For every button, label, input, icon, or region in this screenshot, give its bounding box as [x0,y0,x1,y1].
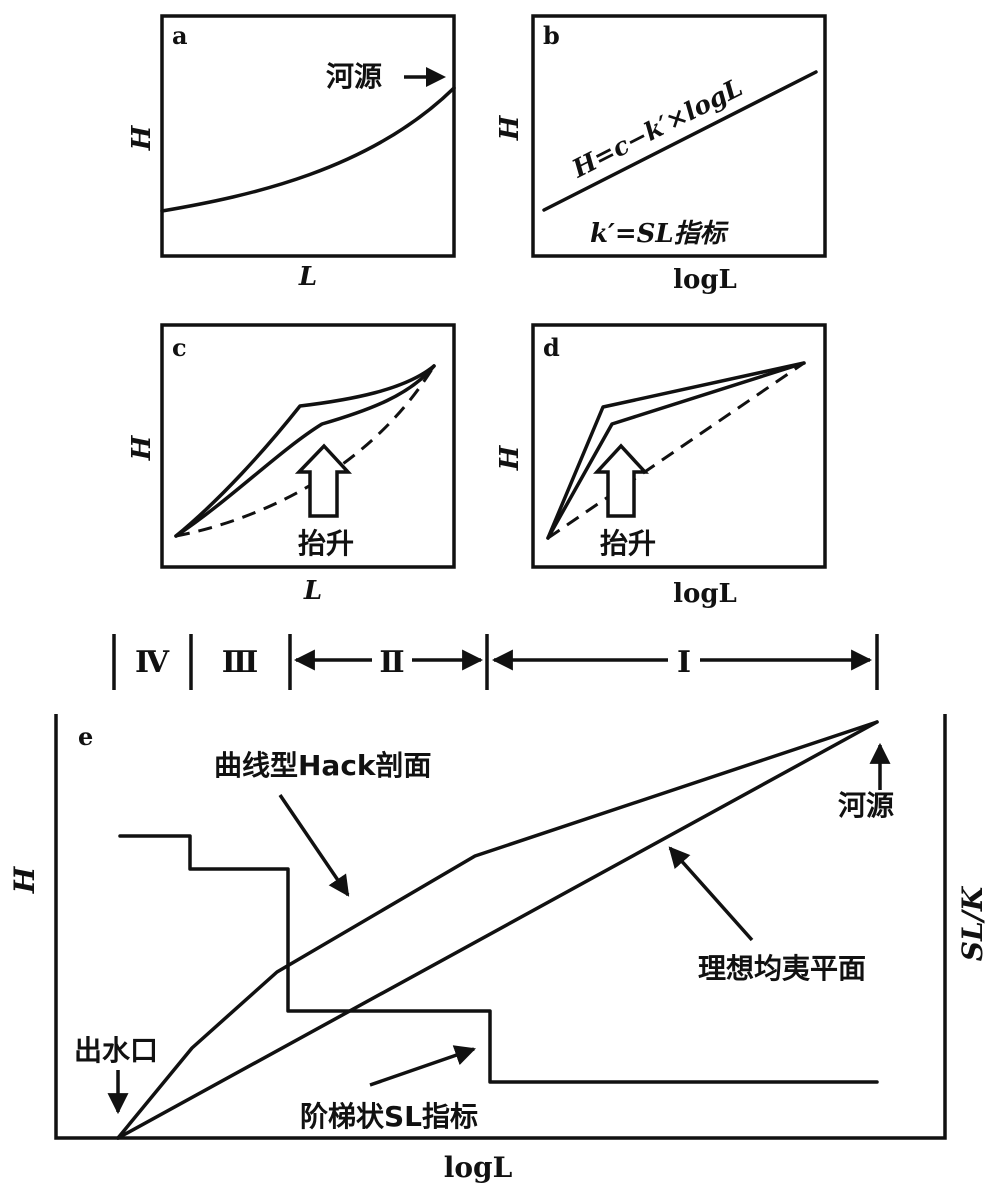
panel-d-xlabel: logL [673,579,737,609]
stage-iv-label: Ⅳ [135,645,170,680]
panel-b: b H=c−k′×logL k′=SL指标 H logL [495,14,827,295]
panel-a-source-label: 河源 [326,60,382,93]
panel-a-xlabel: L [298,262,317,292]
panel-d-frame [531,323,827,569]
panel-c-inner-uplift-profile [174,364,436,538]
panel-e-ylabel-left: H [8,865,41,894]
panel-d-tag: d [543,333,560,362]
panel-c-frame [160,323,456,569]
panel-e-ylabel-right: SL/K [956,885,989,961]
panel-c: c 抬升 H L [127,323,456,606]
panel-b-ylabel: H [495,114,525,141]
panel-b-xlabel: logL [673,265,737,295]
panel-d-uplift-label: 抬升 [600,527,656,560]
panel-e-source-label: 河源 [838,789,894,822]
panel-e-ideal-plane-arrow [668,846,754,942]
stage-iii-label: Ⅲ [222,645,259,680]
panel-d-original-profile [547,361,805,540]
panel-d: d 抬升 H logL [495,323,827,609]
panel-e-stepped-sl-arrow [369,1045,476,1087]
panel-e-xlabel: logL [444,1151,513,1184]
panel-a: a 河源 H L [127,14,456,292]
panel-c-uplift-label: 抬升 [298,527,354,560]
stage-i-label: Ⅰ [677,645,691,680]
stage-ii-label: Ⅱ [379,645,404,680]
panel-d-outer-uplift-profile [546,361,806,540]
panel-d-inner-uplift-profile [546,361,806,540]
panel-e-ideal-plane-label: 理想均夷平面 [698,952,866,985]
panel-a-ylabel: H [127,124,157,151]
panel-b-tag: b [543,21,560,50]
panel-b-frame [531,14,827,258]
panel-e-frame [54,714,947,1140]
panel-e-outlet-label: 出水口 [74,1034,158,1067]
panel-d-uplift-arrow [593,443,649,518]
panel-b-equation: H=c−k′×logL [567,73,748,184]
panel-e-hack-profile-arrow [278,794,350,897]
panel-a-frame [160,14,456,258]
panel-c-original-profile [175,365,436,538]
panel-a-source-arrowhead [426,67,446,87]
panel-b-index-note: k′=SL指标 [590,219,730,249]
panel-a-profile-curve [160,86,456,213]
panel-e-tag: e [78,722,93,751]
stage-bar: Ⅳ Ⅲ Ⅱ Ⅰ [112,634,879,690]
panel-e: e 曲线型Hack剖面 河源 理想均夷平面 出水口 阶梯状SL指标 H SL/K… [8,714,989,1184]
panel-c-xlabel: L [303,576,322,606]
panel-a-tag: a [172,21,188,50]
panel-c-uplift-arrow [294,443,352,518]
panel-e-stepped-sl-line [118,834,879,1084]
panel-b-profile-line [542,70,818,212]
panel-c-ylabel: H [127,434,157,461]
panel-e-hack-profile-line [116,720,879,1140]
panel-d-ylabel: H [495,444,525,471]
panel-c-outer-uplift-profile [174,364,436,538]
panel-e-hack-profile-label: 曲线型Hack剖面 [214,749,432,782]
panel-c-tag: c [172,333,187,362]
panel-e-ideal-plane-line [116,720,879,1140]
panel-e-stepped-sl-label: 阶梯状SL指标 [300,1100,478,1133]
